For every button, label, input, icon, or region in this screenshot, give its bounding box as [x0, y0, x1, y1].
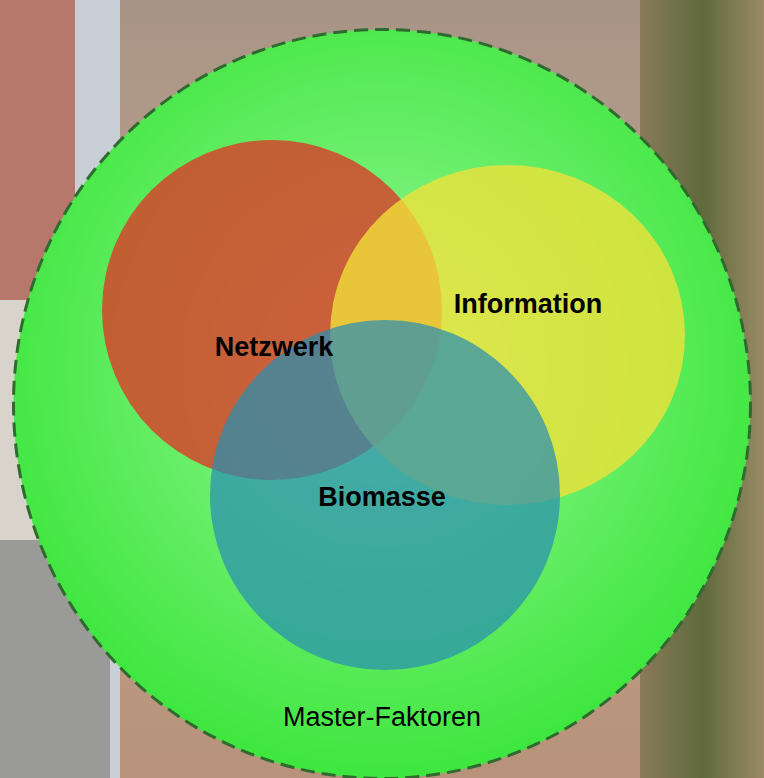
circle-shape — [210, 320, 560, 670]
master-circle: Netzwerk InformationBiomasseMaster-Faktor… — [12, 28, 752, 778]
circle-label: Information — [454, 289, 603, 320]
circle-label: Biomasse — [318, 482, 446, 513]
circle-shape — [14, 30, 751, 778]
group-label: Master-Faktoren — [283, 702, 481, 733]
circle-label: Netzwerk — [215, 332, 334, 363]
biomass-circle: Biomasse — [210, 320, 560, 670]
